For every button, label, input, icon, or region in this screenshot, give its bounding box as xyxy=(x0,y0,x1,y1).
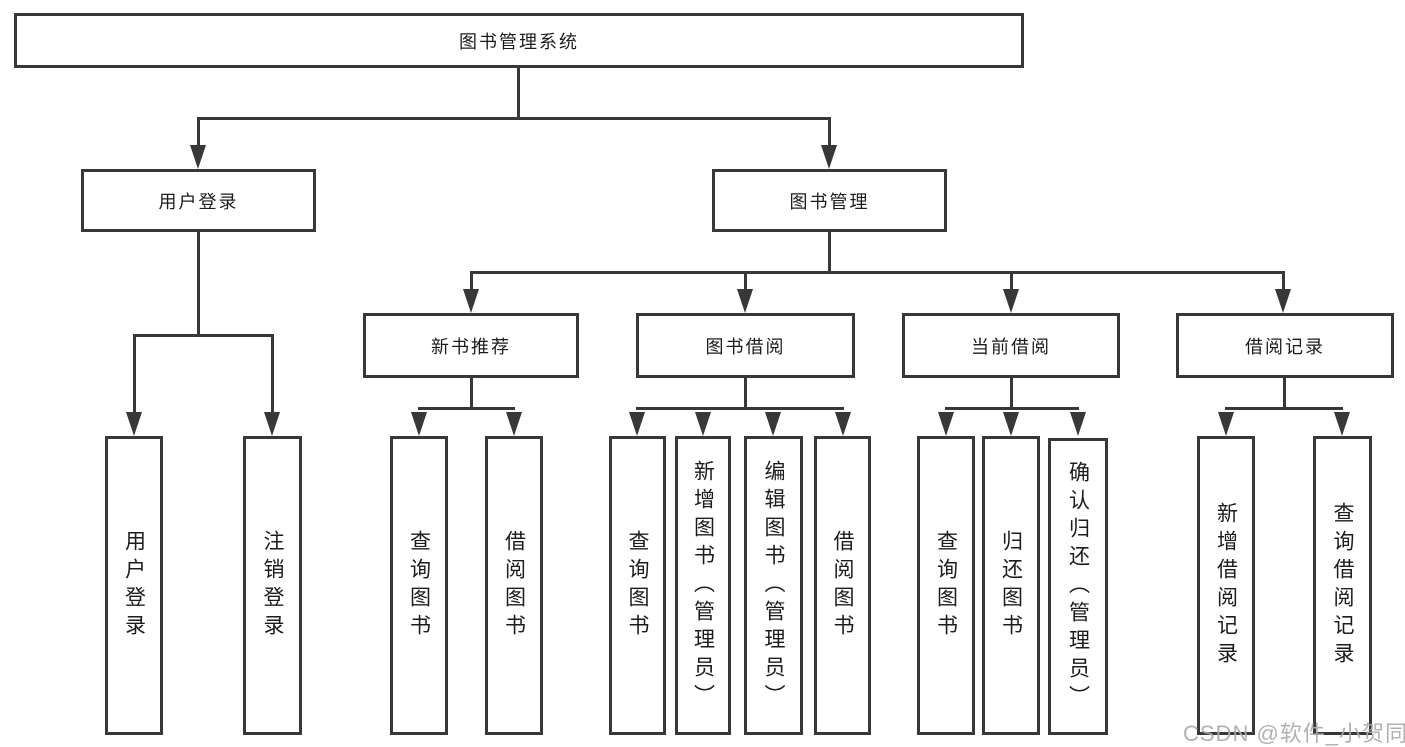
connector-line xyxy=(197,117,831,120)
leaf-logout: 注销登录 xyxy=(243,436,302,735)
leaf-current-return-books: 归还图书 xyxy=(982,436,1040,735)
connector-line xyxy=(744,271,747,291)
connector-line xyxy=(470,271,473,291)
connector-arrow xyxy=(1003,289,1019,313)
connector-line xyxy=(517,68,520,119)
node-book-management: 图书管理 xyxy=(712,169,947,232)
connector-arrow xyxy=(463,289,479,313)
connector-line xyxy=(636,407,844,410)
connector-line xyxy=(1010,271,1013,291)
connector-line xyxy=(197,232,200,336)
connector-line xyxy=(197,117,200,147)
connector-line xyxy=(828,232,831,273)
connector-arrow xyxy=(835,412,851,436)
leaf-current-confirm-return-admin: 确认归还（管理员） xyxy=(1048,438,1108,735)
connector-arrow xyxy=(411,412,427,436)
connector-arrow xyxy=(938,412,954,436)
leaf-user-login: 用户登录 xyxy=(105,436,163,735)
connector-arrow xyxy=(1275,289,1291,313)
connector-arrow xyxy=(506,412,522,436)
connector-arrow xyxy=(765,412,781,436)
node-user-login: 用户登录 xyxy=(81,169,316,232)
leaf-records-query-record: 查询借阅记录 xyxy=(1313,436,1372,735)
node-borrow-records: 借阅记录 xyxy=(1176,313,1394,378)
connector-line xyxy=(470,378,473,409)
connector-arrow xyxy=(1070,412,1086,436)
node-new-book-recommend: 新书推荐 xyxy=(363,313,579,378)
leaf-current-query-books: 查询图书 xyxy=(917,436,975,735)
connector-arrow xyxy=(1334,412,1350,436)
connector-line xyxy=(1283,378,1286,409)
leaf-records-add-record: 新增借阅记录 xyxy=(1197,436,1255,735)
connector-line xyxy=(1010,378,1013,409)
connector-arrow xyxy=(1218,412,1234,436)
connector-arrow xyxy=(629,412,645,436)
watermark: CSDN @软件_小贺同学 xyxy=(1183,721,1405,746)
connector-line xyxy=(271,334,274,414)
node-library-system: 图书管理系统 xyxy=(14,13,1024,68)
node-book-borrowing: 图书借阅 xyxy=(636,313,855,378)
leaf-borrowing-query-books: 查询图书 xyxy=(609,436,666,735)
connector-line xyxy=(1225,407,1343,410)
connector-arrow xyxy=(737,289,753,313)
connector-arrow xyxy=(821,145,837,169)
leaf-recommend-borrow-books: 借阅图书 xyxy=(485,436,543,735)
connector-line xyxy=(1282,271,1285,291)
connector-line xyxy=(133,334,274,337)
leaf-borrowing-add-book-admin: 新增图书（管理员） xyxy=(675,436,731,735)
leaf-borrowing-borrow-books: 借阅图书 xyxy=(814,436,871,735)
connector-arrow xyxy=(190,145,206,169)
leaf-borrowing-edit-book-admin: 编辑图书（管理员） xyxy=(744,436,803,735)
connector-arrow xyxy=(1003,412,1019,436)
connector-arrow xyxy=(264,412,280,436)
connector-line xyxy=(470,271,1285,274)
connector-line xyxy=(744,378,747,409)
connector-line xyxy=(828,117,831,147)
connector-line xyxy=(945,407,1079,410)
connector-arrow xyxy=(126,412,142,436)
connector-line xyxy=(418,407,515,410)
connector-line xyxy=(133,334,136,414)
connector-arrow xyxy=(695,412,711,436)
node-current-borrowing: 当前借阅 xyxy=(902,313,1120,378)
leaf-recommend-query-books: 查询图书 xyxy=(390,436,448,735)
